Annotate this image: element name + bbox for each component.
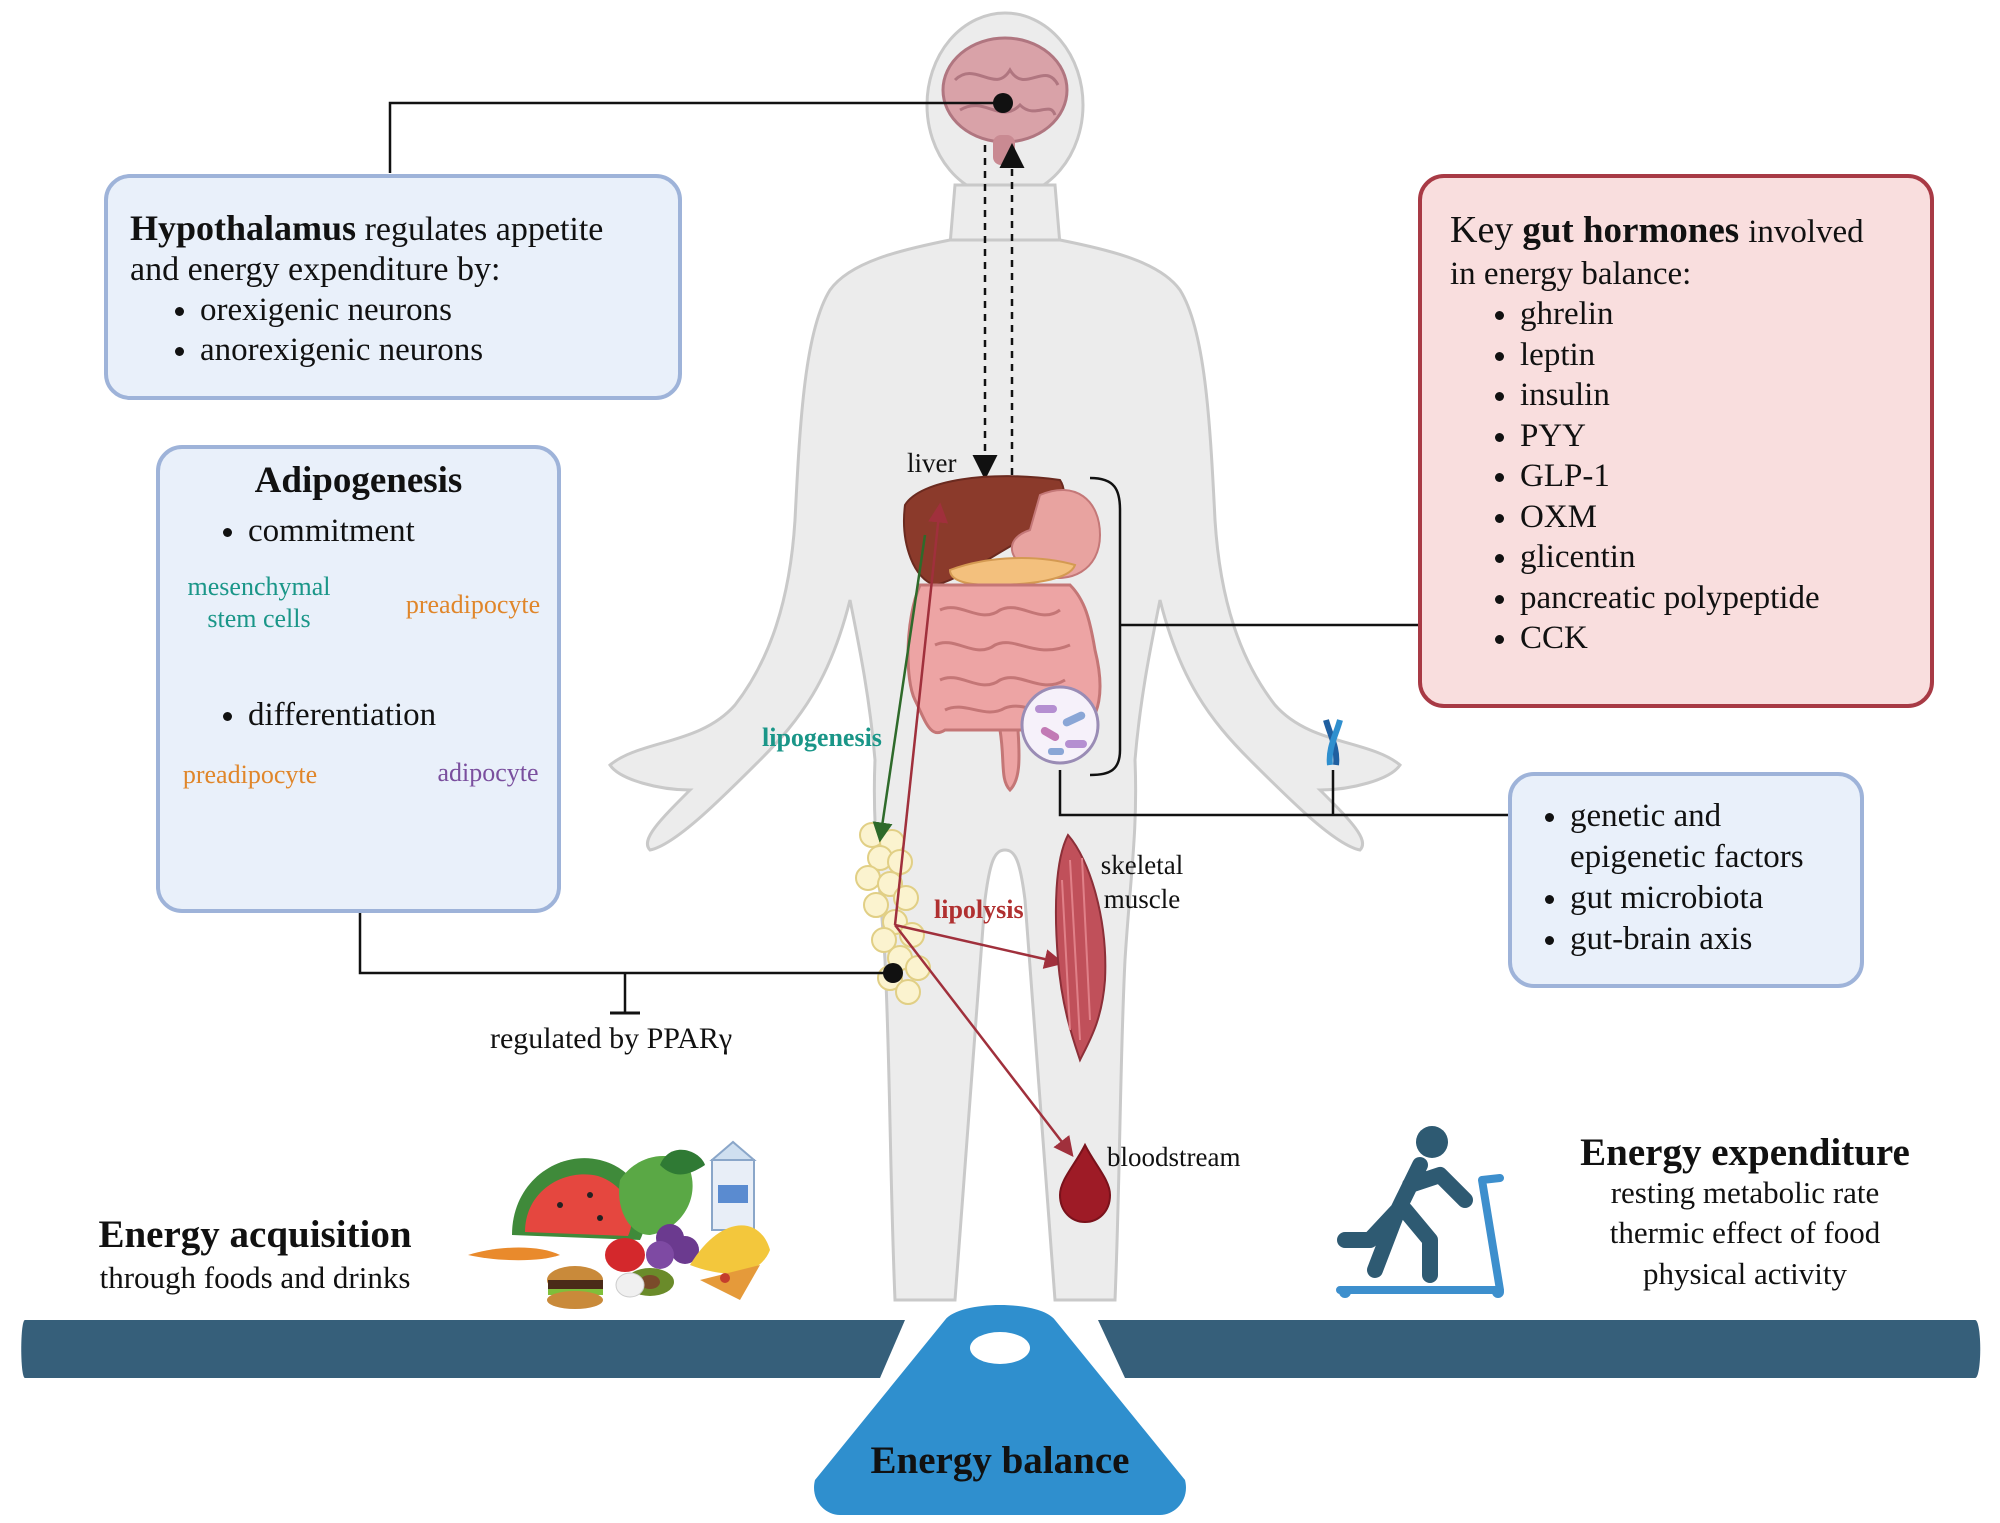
list-item: differentiation — [248, 695, 436, 735]
adipocyte-label: adipocyte — [437, 758, 539, 787]
liver-label: liver — [907, 448, 957, 478]
adipogenesis-stage2: differentiation — [160, 695, 436, 735]
list-item: ghrelin — [1520, 294, 1912, 335]
hypothalamus-description: Hypothalamus regulates appetite and ener… — [130, 208, 658, 290]
gut-hormones-box: Key gut hormones involved in energy bala… — [1418, 174, 1934, 708]
gut-suffix: involved — [1748, 214, 1864, 250]
hypothalamus-box: Hypothalamus regulates appetite and ener… — [104, 174, 682, 400]
list-item: leptin — [1520, 335, 1912, 376]
list-item: CCK — [1520, 618, 1912, 659]
expenditure-item-1: resting metabolic rate — [1610, 1175, 1880, 1210]
treadmill-runner-icon — [1336, 1126, 1504, 1298]
abdomen-bracket — [1089, 476, 1122, 777]
pparg-label: regulated by PPARγ — [490, 1022, 733, 1055]
skeletal-muscle-label: skeletal muscle — [1100, 850, 1184, 914]
list-item: anorexigenic neurons — [200, 330, 658, 370]
brain-icon — [941, 36, 1069, 165]
balance-fulcrum — [814, 1305, 1186, 1515]
adipose-node-dot — [883, 963, 903, 983]
lipolysis-to-blood-arrow — [894, 924, 1074, 1157]
energy-balance-label: Energy balance — [870, 1439, 1130, 1482]
balance-beam-right — [1098, 1320, 1981, 1378]
gut-microbiota-icon — [1020, 685, 1100, 765]
list-item: gut microbiota — [1570, 878, 1848, 919]
acquisition-title: Energy acquisition — [98, 1213, 412, 1256]
list-item: PYY — [1520, 416, 1912, 457]
expenditure-title: Energy expenditure — [1580, 1131, 1910, 1174]
hypothalamus-connector — [388, 101, 1003, 173]
acquisition-subtitle: through foods and drinks — [99, 1260, 411, 1295]
preadipocyte-label-2: preadipocyte — [182, 760, 318, 789]
gut-title: gut hormones — [1522, 210, 1740, 251]
preadipocyte-label-1: preadipocyte — [405, 590, 541, 619]
list-item: insulin — [1520, 375, 1912, 416]
list-item: glicentin — [1520, 537, 1912, 578]
adipogenesis-stage1: commitment — [160, 511, 415, 551]
lipolysis-to-liver-arrow — [893, 502, 949, 926]
lipogenesis-label: lipogenesis — [762, 723, 882, 752]
hypothalamus-title: Hypothalamus — [130, 208, 357, 248]
hypothalamus-text: regulates appetite and energy expenditur… — [130, 211, 604, 288]
hypothalamus-list: orexigenic neurons anorexigenic neurons — [130, 290, 658, 370]
gut-hormones-heading: Key gut hormones involved — [1450, 208, 1912, 254]
fulcrum-hole — [970, 1332, 1030, 1364]
pparg-connector — [358, 912, 895, 975]
lipolysis-to-muscle-arrow — [894, 923, 1065, 969]
factors-box: genetic and epigenetic factors gut micro… — [1508, 772, 1864, 988]
pancreas-icon — [948, 557, 1077, 587]
list-item: orexigenic neurons — [200, 290, 658, 330]
gut-prefix: Key — [1450, 209, 1514, 251]
gut-hormones-list: ghrelin leptin insulin PYY GLP-1 OXM gli… — [1450, 294, 1912, 659]
food-illustration — [468, 1140, 770, 1309]
adipogenesis-title: Adipogenesis — [254, 460, 463, 501]
lipogenesis-arrow — [872, 534, 927, 843]
blood-drop-icon — [1058, 1142, 1112, 1224]
list-item: gut-brain axis — [1570, 919, 1848, 960]
msc-label: mesenchymal stem cells — [187, 572, 331, 633]
factors-list: genetic and epigenetic factors gut micro… — [1512, 796, 1848, 960]
brain-node-dot — [993, 93, 1013, 113]
bloodstream-label: bloodstream — [1107, 1142, 1241, 1172]
factors-connector — [1058, 770, 1508, 817]
list-item: GLP-1 — [1520, 456, 1912, 497]
list-item: genetic and epigenetic factors — [1570, 796, 1848, 878]
balance-beam-left — [21, 1320, 905, 1378]
chromosome-icon — [1323, 719, 1343, 766]
expenditure-item-2: thermic effect of food — [1609, 1215, 1881, 1250]
list-item: pancreatic polypeptide — [1520, 578, 1912, 619]
expenditure-item-3: physical activity — [1642, 1256, 1848, 1291]
list-item: commitment — [248, 511, 415, 551]
lipolysis-label: lipolysis — [934, 895, 1024, 924]
stomach-icon — [1010, 489, 1102, 580]
gut-line2: in energy balance: — [1450, 256, 1692, 292]
list-item: OXM — [1520, 497, 1912, 538]
adipogenesis-box: Adipogenesis commitment mesenchymal stem… — [156, 445, 561, 913]
